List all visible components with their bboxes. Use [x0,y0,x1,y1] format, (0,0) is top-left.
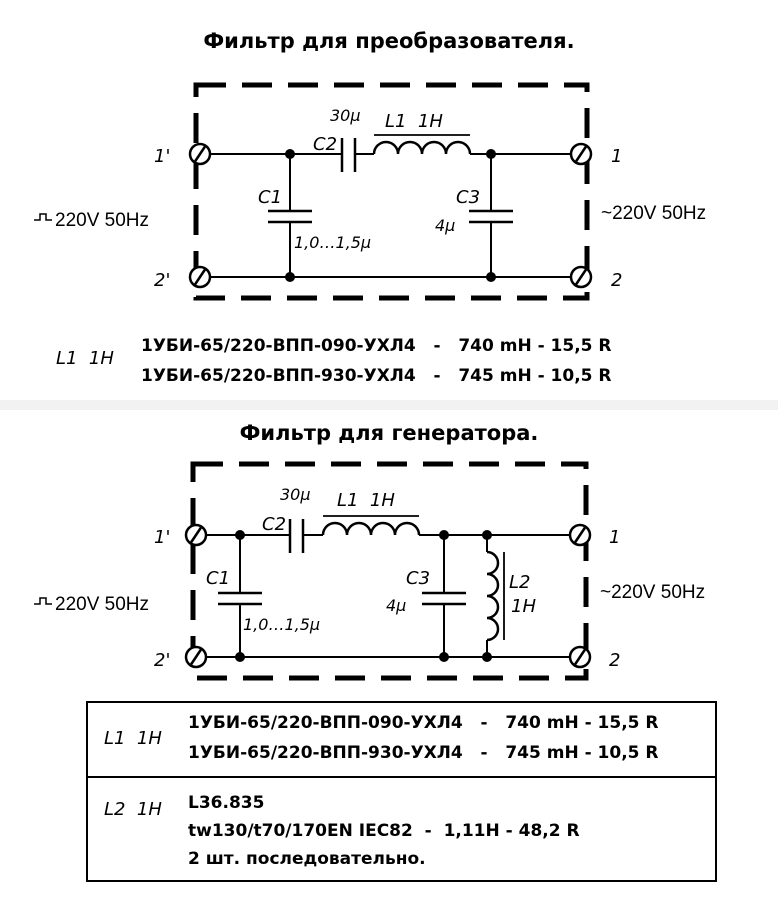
filter1-wires [200,153,581,278]
filter2-c2-capacitor [288,519,305,553]
filter2-l2-label: L2 [509,572,530,593]
filter1-source-left: 220V 50Hz [55,210,149,231]
filter1-c1-capacitor [268,209,312,224]
filter1-c2-capacitor [340,138,357,172]
filter2-square-wave-icon [33,597,53,605]
filter1-terminal-2out [569,265,593,289]
filter1-terminal-1out [569,142,593,166]
filter2-l2-inductor [486,550,500,642]
filter2-c1-capacitor [218,591,262,606]
filter2-label-1in: 1' [154,527,170,548]
filter2-terminal-1in [184,523,208,547]
filter2-c2-value: 30μ [280,485,311,504]
filter2-c1-value: 1,0…1,5μ [243,615,320,634]
filter1-parts-row1: 1УБИ-65/220-ВПП-090-УХЛ4 - 740 mH - 15,5… [141,336,612,356]
filter2-enclosure [190,461,589,681]
filter2-l2-value: 1H [511,596,536,617]
table-row1-line1: 1УБИ-65/220-ВПП-090-УХЛ4 - 740 mH - 15,5… [188,713,659,733]
filter2-terminal-2in [184,645,208,669]
filter2-source-right: ~220V 50Hz [600,582,705,603]
table-row2-label: L2 1H [104,799,162,820]
filter1-c3-capacitor [469,209,513,224]
table-row1-label: L1 1H [104,728,162,749]
filter1-c3-label: C3 [456,187,480,208]
filter2-l1-inductor [321,521,421,536]
filter2-terminal-2out [568,645,592,669]
filter1-c1-value: 1,0…1,5μ [294,233,371,252]
filter2-junctions [235,530,492,662]
filter2-c1-label: C1 [206,568,230,589]
filter2-label-1out: 1 [609,527,620,548]
filter2-c3-value: 4μ [386,596,406,615]
filter2-c3-label: C3 [406,568,430,589]
table-row2-line2: tw130/t70/170EN IEC82 - 1,11H - 48,2 R [188,821,580,841]
filter1-c2-label: C2 [313,134,337,155]
table-row1-line2: 1УБИ-65/220-ВПП-930-УХЛ4 - 745 mH - 10,5… [188,743,659,763]
filter2-title: Фильтр для генератора. [240,421,539,445]
filter2-c2-label: C2 [262,514,286,535]
filter1-terminal-1in [188,142,212,166]
filter1-junctions [285,149,496,282]
filter1-c2-value: 30μ [330,106,361,125]
filter2-label-2out: 2 [609,650,620,671]
filter1-label-2out: 2 [611,270,622,291]
filter1-source-right: ~220V 50Hz [601,203,706,224]
filter1-label-2in: 2' [154,270,170,291]
filter1-label-1in: 1' [154,146,170,167]
filter1-l1-inductor [372,140,472,155]
filter1-enclosure [193,82,590,301]
filter1-label-1out: 1 [611,146,622,167]
filter1-terminal-2in [188,265,212,289]
filter1-c3-value: 4μ [435,216,455,235]
filter2-label-2in: 2' [154,650,170,671]
table-row2-line1: L36.835 [188,793,264,813]
filter1-l1-label: L1 1H [385,111,443,132]
filter1-square-wave-icon [33,213,53,221]
filter2-terminal-1out [568,523,592,547]
filter2-c3-capacitor [422,591,466,606]
filter1-c1-label: C1 [258,187,282,208]
filter2-diagram: Фильтр для генератора. [33,421,717,882]
filter2-source-left: 220V 50Hz [55,594,149,615]
filter1-title: Фильтр для преобразователя. [203,29,574,53]
filter2-l1-label: L1 1H [337,490,395,511]
table-row2-line3: 2 шт. последовательно. [188,849,426,869]
filter1-parts-row2: 1УБИ-65/220-ВПП-930-УХЛ4 - 745 mH - 10,5… [141,366,612,386]
filter1-parts-label: L1 1H [56,348,114,369]
filter1-diagram: Фильтр для преобразователя. [33,29,706,386]
filter2-parts-table: L1 1H 1УБИ-65/220-ВПП-090-УХЛ4 - 740 mH … [86,701,717,882]
